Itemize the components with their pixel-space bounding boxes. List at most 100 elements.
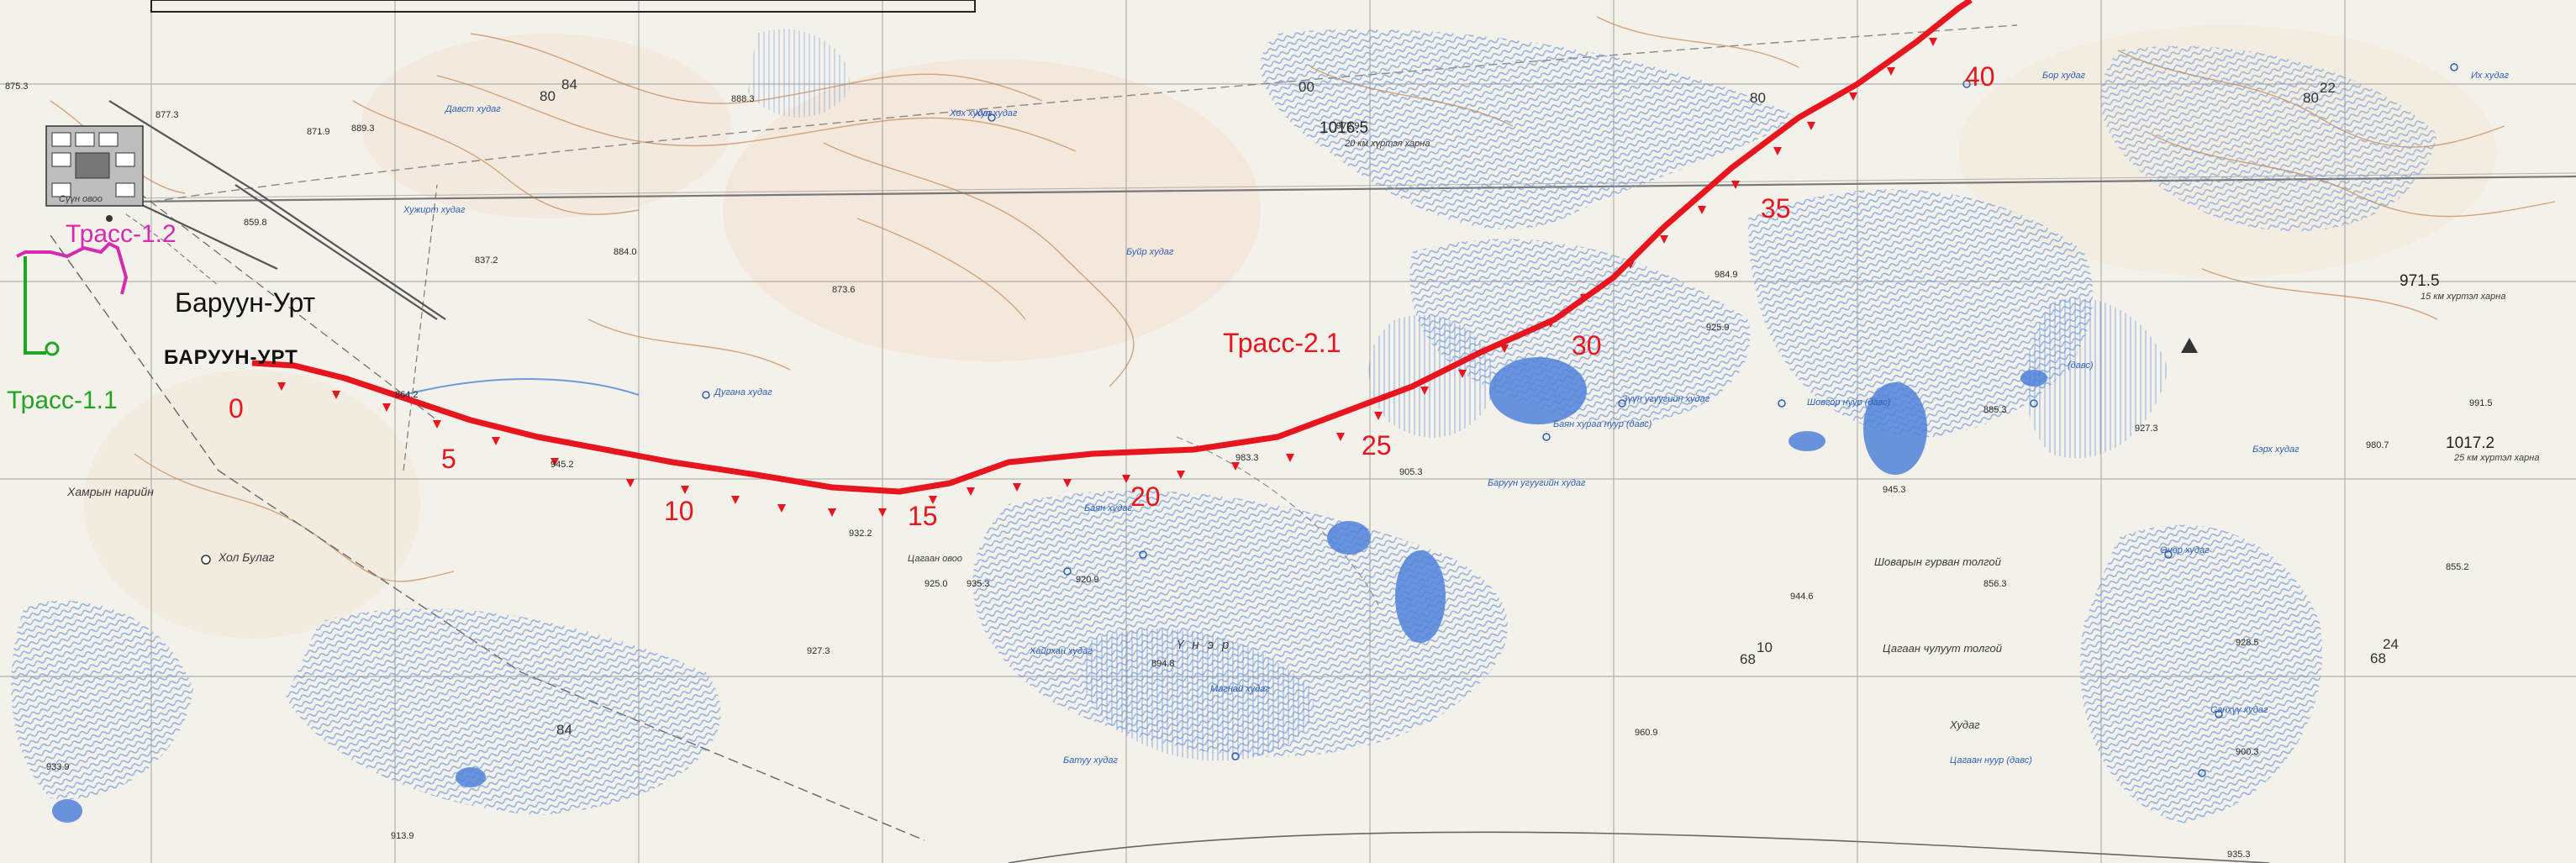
spot-height: 925.9 xyxy=(1706,323,1730,333)
spot-height: 960.9 xyxy=(1635,728,1658,738)
lake-south xyxy=(1395,550,1446,643)
lake-bayan xyxy=(1489,357,1587,424)
grid-number: 24 xyxy=(2383,636,2399,652)
sand-area-north xyxy=(1261,29,1799,229)
spot-height: 991.5 xyxy=(2469,398,2493,408)
place-bor: Бор худаг xyxy=(2042,71,2086,81)
spot-height: 873.6 xyxy=(832,285,856,295)
route-1-2-line xyxy=(16,241,129,295)
lake-west xyxy=(52,799,82,823)
spot-height: 980.7 xyxy=(2366,440,2389,450)
town-label-baruun-urt: Баруун-Урт xyxy=(175,287,316,318)
km-marker-20: 20 xyxy=(1130,481,1161,512)
grid-number: 10 xyxy=(1757,639,1773,655)
sand-area-far-east xyxy=(2100,45,2437,232)
place-shovgor-nuur: Шовгор нуур (давс) xyxy=(1807,397,1891,408)
place-hamrin-nariin: Хамрын нарийн xyxy=(67,485,154,498)
spot-height: 871.9 xyxy=(307,127,330,137)
place-hul: Хул худаг xyxy=(975,108,1018,118)
town-label-caps: БАРУУН-УРТ xyxy=(164,346,298,369)
spot-height: 984.9 xyxy=(1715,270,1738,280)
km-marker-30: 30 xyxy=(1572,330,1602,360)
place-suu-ovoo: Сүүн овоо xyxy=(59,194,103,204)
map-frame-box xyxy=(150,0,976,13)
grid-number: 68 xyxy=(1740,651,1756,667)
grid-number: 22 xyxy=(2320,80,2336,96)
spot-height: 900.3 xyxy=(2236,747,2259,757)
stream xyxy=(403,378,640,396)
spot-height: 875.3 xyxy=(5,82,29,92)
km-marker-40: 40 xyxy=(1965,61,1995,92)
triangulation-mark xyxy=(2181,338,2198,353)
sand-area-se xyxy=(2080,524,2323,824)
spot-height: 856.3 xyxy=(1983,579,2007,589)
km-marker-25: 25 xyxy=(1362,430,1392,460)
elevation-971: 971.5 xyxy=(2400,272,2440,290)
place-sanhuu: Санхүү худаг xyxy=(2210,705,2268,715)
place-dugan: Дугана худаг xyxy=(714,387,772,397)
spot-height: 913.9 xyxy=(391,831,414,841)
sand-area-west xyxy=(11,600,193,800)
lake-shovgor xyxy=(1863,382,1927,475)
spot-height: 927.3 xyxy=(807,646,830,656)
place-zuun-uguu: Зүүн угуугийн худаг xyxy=(1622,394,1710,404)
grid-number: 68 xyxy=(2370,650,2386,666)
lake-small-a xyxy=(1788,431,1825,451)
spot-height: 935.3 xyxy=(2227,850,2251,860)
spot-height: 932.2 xyxy=(849,529,872,539)
place-hol-bulag: Хол Булаг xyxy=(219,550,275,564)
km-marker-35: 35 xyxy=(1761,193,1791,224)
lake-south-b xyxy=(1327,521,1371,555)
km-marker-0: 0 xyxy=(229,393,244,424)
place-batuu: Батуу худаг xyxy=(1063,755,1118,766)
route-1-1-label: Трасс-1.1 xyxy=(7,387,118,414)
spot-height: 905.3 xyxy=(1399,467,1423,477)
elevation-1016: 1016.5 xyxy=(1320,119,1369,137)
spot-height: 884.0 xyxy=(614,247,637,257)
sand-area-sw xyxy=(286,608,721,815)
spot-height: 945.2 xyxy=(550,460,574,470)
place-baruun-uguu: Баруун угуугийн худаг xyxy=(1488,478,1586,488)
spot-height: 877.3 xyxy=(155,110,179,120)
spot-height: 920.9 xyxy=(1076,575,1099,585)
route-2-1-line xyxy=(251,0,1973,495)
elevation-1017: 1017.2 xyxy=(2446,434,2495,452)
route-ticks xyxy=(277,38,1937,517)
place-tsagaan-ovoo: Цагаан овоо xyxy=(908,554,962,564)
place-unar: Үнэр xyxy=(1177,638,1238,652)
km-marker-5: 5 xyxy=(441,444,456,474)
marsh-area-1 xyxy=(1082,629,1314,761)
grid-number: 84 xyxy=(561,76,577,92)
spot-height: 927.3 xyxy=(2135,424,2158,434)
note-971: 15 км хүртэл харна xyxy=(2421,292,2506,302)
power-line xyxy=(108,100,446,320)
sand-areas xyxy=(11,29,2437,824)
well-symbols xyxy=(702,63,2458,777)
note-1016: 20 км хүртэл харна xyxy=(1345,139,1430,149)
spot-height: 859.8 xyxy=(244,218,267,228)
place-bayan-nuur: Баян хураа нуур (давс) xyxy=(1553,419,1652,429)
spot-height: 888.3 xyxy=(731,94,755,104)
grid-number: 00 xyxy=(1299,79,1314,95)
spot-height: 889.3 xyxy=(351,124,375,134)
place-ih: Их худаг xyxy=(2471,71,2510,81)
route-1-2-label: Трасс-1.2 xyxy=(66,220,176,248)
place-berh: Бэрх худаг xyxy=(2252,445,2299,455)
place-hujirt: Хужирт худаг xyxy=(403,205,466,215)
sand-area-east xyxy=(1748,189,2094,437)
km-marker-15: 15 xyxy=(908,501,938,531)
grid-number: 84 xyxy=(556,722,572,738)
place-unit-note: (давс) xyxy=(2068,360,2094,371)
spot-height: 935.3 xyxy=(967,579,990,589)
place-unur: Өнөр худаг xyxy=(2160,545,2210,555)
place-shavar-tolgoi: Шоварын гурван толгой xyxy=(1874,555,2001,568)
spot-height: 944.6 xyxy=(1790,592,1814,602)
lake-east-small xyxy=(2020,370,2047,387)
spot-height: 983.3 xyxy=(1235,453,1259,463)
route-1-1-line xyxy=(24,256,46,355)
spot-height: 885.3 xyxy=(1983,405,2007,415)
suu-ovoo-point xyxy=(106,215,113,222)
marsh-area-4 xyxy=(748,29,851,118)
place-hudag: Худаг xyxy=(1950,718,1980,731)
spot-height: 864.2 xyxy=(395,390,419,400)
